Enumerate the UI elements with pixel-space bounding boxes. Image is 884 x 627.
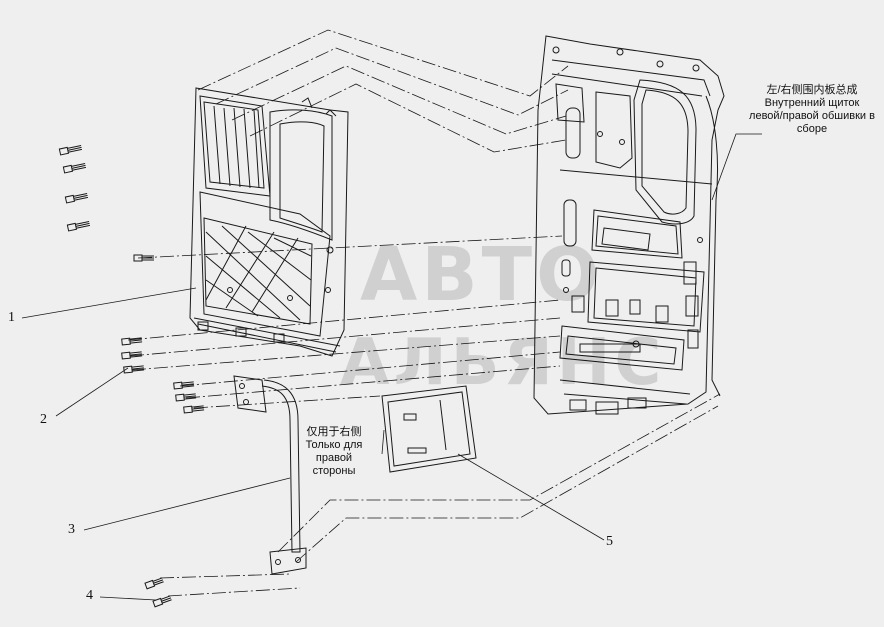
right-only-note-ru-1: Только для [305,439,363,451]
right-only-note-ru-3: стороны [312,465,356,477]
leader-lines [127,29,721,597]
callout-number-4: 4 [86,588,93,603]
part-1-inner-trim-panel [189,87,349,357]
callout-number-1: 1 [8,310,15,325]
right-only-note-ru-2: правой [315,452,353,464]
right-only-note: 仅用于右侧 Только для правой стороны [298,426,370,478]
right-only-note-cn: 仅用于右侧 [306,426,362,438]
callout-leaders [21,133,762,601]
watermark-line-1: АВТО [360,232,604,318]
callout-number-3: 3 [68,522,75,537]
callout-number-5: 5 [606,534,613,549]
assembly-note: 左/右侧围内板总成 Внутренний щиток левой/правой … [742,84,882,136]
part-2-screws [58,144,205,414]
part-3-bracket [233,375,307,575]
assembly-note-ru-2: левой/правой обшивки в [749,110,875,122]
assembly-note-ru-1: Внутренний щиток [764,97,860,109]
part-4-bolts [144,577,172,608]
assembly-note-cn: 左/右侧围内板总成 [766,84,858,96]
callout-number-2: 2 [40,412,47,427]
assembly-note-ru-3: сборе [796,123,828,135]
part-5-cover-plate [381,385,477,473]
side-inner-panel-assembly [533,35,725,415]
watermark-line-2: АЛЬЯНС [340,326,666,400]
